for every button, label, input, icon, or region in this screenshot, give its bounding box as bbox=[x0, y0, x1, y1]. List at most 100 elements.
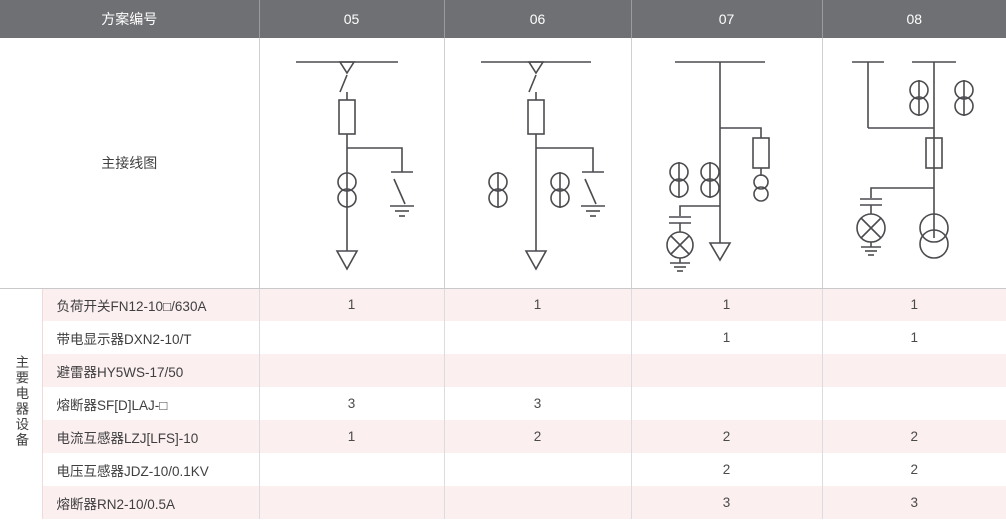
header-scheme-number-label: 方案编号 bbox=[0, 0, 260, 38]
item-name: 负荷开关FN12-10□/630A bbox=[42, 288, 260, 321]
wiring-diagram-08 bbox=[852, 60, 975, 259]
item-name: 熔断器RN2-10/0.5A bbox=[42, 486, 260, 519]
qty-08 bbox=[822, 387, 1006, 420]
qty-08: 1 bbox=[822, 321, 1006, 354]
earth-branch-line bbox=[346, 146, 403, 172]
ct1-lower bbox=[668, 177, 689, 198]
diagram-cell-06 bbox=[444, 38, 632, 289]
qty-08: 2 bbox=[822, 420, 1006, 453]
qty-07 bbox=[631, 354, 823, 387]
table-row: 电压互感器JDZ-10/0.1KV 2 2 bbox=[0, 453, 1006, 486]
qty-07 bbox=[631, 387, 823, 420]
item-name: 电压互感器JDZ-10/0.1KV bbox=[42, 453, 260, 486]
table-row: 熔断器RN2-10/0.5A 3 3 bbox=[0, 486, 1006, 519]
main-wiring-diagram-label: 主接线图 bbox=[0, 38, 260, 289]
wiring-diagram-06 bbox=[480, 60, 605, 271]
table-row: 熔断器SF[D]LAJ-□ 3 3 bbox=[0, 387, 1006, 420]
ct1-upper bbox=[487, 171, 508, 192]
ct1-lower bbox=[909, 95, 930, 116]
table-row: 避雷器HY5WS-17/50 bbox=[0, 354, 1006, 387]
load-switch-blade bbox=[338, 74, 348, 93]
qty-07: 1 bbox=[631, 321, 823, 354]
qty-06 bbox=[444, 453, 632, 486]
qty-05 bbox=[259, 354, 445, 387]
qty-07: 3 bbox=[631, 486, 823, 519]
group-label-text: 主要电器设备 bbox=[13, 355, 29, 449]
arrester-branch-line bbox=[678, 204, 720, 216]
table-row: 带电显示器DXN2-10/T 1 1 bbox=[0, 321, 1006, 354]
ct2-upper bbox=[954, 79, 975, 100]
table-body: 主接线图 bbox=[0, 38, 1006, 519]
header-row: 方案编号 05 06 07 08 bbox=[0, 0, 1006, 38]
table-row: 电流互感器LZJ[LFS]-10 1 2 2 2 bbox=[0, 420, 1006, 453]
load-switch-wedge bbox=[527, 60, 544, 75]
qty-05 bbox=[259, 321, 445, 354]
group-label-main-equipment: 主要电器设备 bbox=[0, 288, 43, 519]
arrester-branch-line bbox=[870, 186, 935, 198]
diagram-row: 主接线图 bbox=[0, 38, 1006, 289]
ct1-upper bbox=[668, 161, 689, 182]
arrester-cross-b bbox=[860, 217, 882, 239]
header-col-05: 05 bbox=[259, 0, 445, 38]
outgoing-arrow bbox=[708, 241, 731, 262]
fuse-body bbox=[925, 136, 944, 169]
item-name: 熔断器SF[D]LAJ-□ bbox=[42, 387, 260, 420]
qty-08: 3 bbox=[822, 486, 1006, 519]
diagram-cell-08 bbox=[822, 38, 1006, 289]
table-row: 主要电器设备 负荷开关FN12-10□/630A 1 1 1 1 bbox=[0, 288, 1006, 519]
branch-ct-upper bbox=[752, 173, 769, 190]
fuse-body bbox=[526, 98, 545, 135]
qty-07: 2 bbox=[631, 453, 823, 486]
header-col-07: 07 bbox=[631, 0, 823, 38]
wiring-diagram-05 bbox=[295, 60, 414, 271]
qty-05: 1 bbox=[259, 288, 445, 321]
ct2-upper bbox=[699, 161, 720, 182]
transformer-winding-lower bbox=[919, 228, 950, 259]
load-switch-wedge bbox=[338, 60, 355, 75]
qty-06 bbox=[444, 354, 632, 387]
transformer-winding-upper bbox=[919, 212, 950, 243]
item-name: 避雷器HY5WS-17/50 bbox=[42, 354, 260, 387]
load-switch-blade bbox=[527, 74, 537, 93]
fuse-body bbox=[751, 136, 770, 169]
outgoing-arrow bbox=[335, 249, 358, 271]
qty-06 bbox=[444, 321, 632, 354]
qty-05 bbox=[259, 486, 445, 519]
item-name: 电流互感器LZJ[LFS]-10 bbox=[42, 420, 260, 453]
qty-05: 3 bbox=[259, 387, 445, 420]
qty-06: 2 bbox=[444, 420, 632, 453]
table-header: 方案编号 05 06 07 08 bbox=[0, 0, 1006, 38]
qty-05: 1 bbox=[259, 420, 445, 453]
fuse-body bbox=[337, 98, 356, 135]
item-name: 带电显示器DXN2-10/T bbox=[42, 321, 260, 354]
earth-switch-blade bbox=[583, 178, 597, 205]
branch-ct-lower bbox=[752, 185, 769, 202]
ct2-lower bbox=[954, 95, 975, 116]
qty-06: 3 bbox=[444, 387, 632, 420]
qty-05 bbox=[259, 453, 445, 486]
qty-07: 1 bbox=[631, 288, 823, 321]
ct2-lower bbox=[699, 177, 720, 198]
qty-08: 2 bbox=[822, 453, 1006, 486]
header-col-06: 06 bbox=[444, 0, 632, 38]
diagram-cell-05 bbox=[259, 38, 445, 289]
wiring-diagram-07 bbox=[665, 60, 770, 272]
qty-06 bbox=[444, 486, 632, 519]
arrester-cross-b bbox=[669, 235, 690, 255]
ct2-upper bbox=[549, 171, 570, 192]
fuse-branch-line bbox=[719, 126, 762, 138]
current-transformer-upper bbox=[336, 171, 357, 192]
header-col-08: 08 bbox=[822, 0, 1006, 38]
earth-branch-line bbox=[535, 146, 594, 172]
qty-08: 1 bbox=[822, 288, 1006, 321]
current-transformer-lower bbox=[336, 187, 357, 208]
qty-07: 2 bbox=[631, 420, 823, 453]
outgoing-arrow bbox=[524, 249, 547, 271]
ct1-upper bbox=[909, 79, 930, 100]
earth-switch-blade bbox=[392, 178, 406, 205]
qty-08 bbox=[822, 354, 1006, 387]
ct1-lower bbox=[487, 187, 508, 208]
qty-06: 1 bbox=[444, 288, 632, 321]
